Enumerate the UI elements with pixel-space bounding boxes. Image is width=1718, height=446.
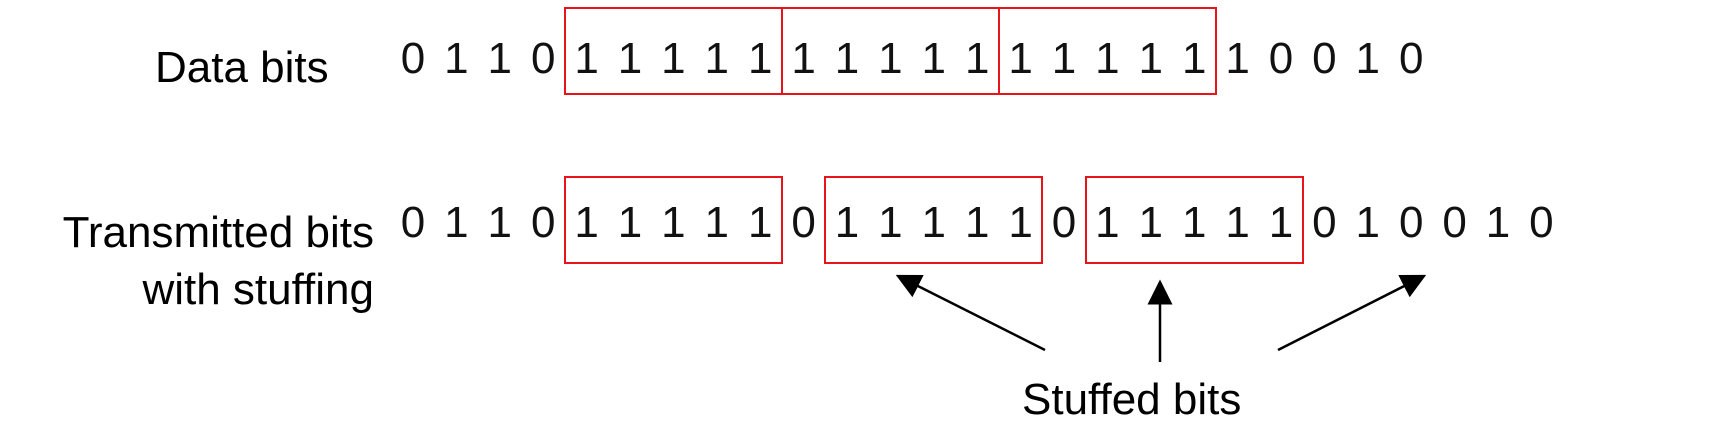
bit: 1 — [617, 198, 643, 247]
bit: 1 — [444, 198, 469, 247]
bit: 1 — [1181, 198, 1207, 247]
bit: 1 — [661, 198, 686, 247]
bit: 1 — [964, 34, 990, 83]
bit: 1 — [834, 198, 860, 247]
bit: 1 — [878, 198, 903, 247]
bit: 0 — [1312, 34, 1337, 83]
bit: 1 — [1095, 34, 1120, 83]
stuffed-bit: 0 — [791, 198, 816, 247]
bit: 1 — [617, 34, 643, 83]
bit: 1 — [1225, 198, 1250, 247]
stuffed-bits-label: Stuffed bits — [1022, 375, 1242, 424]
bit: 1 — [921, 34, 947, 83]
bit: 1 — [574, 198, 599, 247]
bit: 1 — [1268, 198, 1294, 247]
bit: 1 — [791, 34, 816, 83]
bit: 0 — [1398, 34, 1424, 83]
bit: 1 — [1225, 34, 1250, 83]
bit: 0 — [1398, 198, 1424, 247]
stuffed-bit-arrow — [895, 274, 1046, 352]
stuffed-bit: 0 — [1051, 198, 1077, 247]
bit: 0 — [400, 34, 426, 83]
bit: 1 — [747, 198, 773, 247]
bit: 1 — [704, 198, 730, 247]
bit: 0 — [1529, 198, 1554, 247]
bit: 1 — [487, 34, 513, 83]
bit: 0 — [1442, 198, 1467, 247]
bit: 1 — [964, 198, 990, 247]
bit: 0 — [530, 198, 556, 247]
bit: 1 — [1051, 34, 1077, 83]
bit: 1 — [704, 34, 730, 83]
stuffed-bit: 0 — [1312, 198, 1337, 247]
bit: 1 — [878, 34, 903, 83]
bit: 1 — [1095, 198, 1120, 247]
ones-group-box — [997, 7, 1217, 95]
bit: 0 — [400, 198, 426, 247]
bit: 1 — [921, 198, 947, 247]
bit: 1 — [1355, 34, 1381, 83]
bit: 1 — [487, 198, 513, 247]
with-stuffing-label: with stuffing — [142, 265, 374, 314]
bit: 1 — [574, 34, 599, 83]
bit: 1 — [1181, 34, 1207, 83]
bit: 0 — [1268, 34, 1294, 83]
bit: 0 — [530, 34, 556, 83]
transmitted-bits-label: Transmitted bits — [62, 208, 374, 257]
bit: 1 — [1138, 34, 1164, 83]
stuffed-bit-arrow — [1277, 274, 1427, 352]
bit: 1 — [747, 34, 773, 83]
bit: 1 — [1138, 198, 1164, 247]
bit: 1 — [834, 34, 860, 83]
bit: 1 — [444, 34, 469, 83]
bit: 1 — [1008, 198, 1033, 247]
bit: 1 — [1355, 198, 1381, 247]
bit: 1 — [661, 34, 686, 83]
data-bits-label: Data bits — [155, 43, 329, 92]
ones-group-box — [563, 176, 783, 264]
ones-group-box — [824, 176, 1044, 264]
bit: 1 — [1008, 34, 1033, 83]
ones-group-box — [1084, 176, 1304, 264]
bit: 1 — [1485, 198, 1511, 247]
